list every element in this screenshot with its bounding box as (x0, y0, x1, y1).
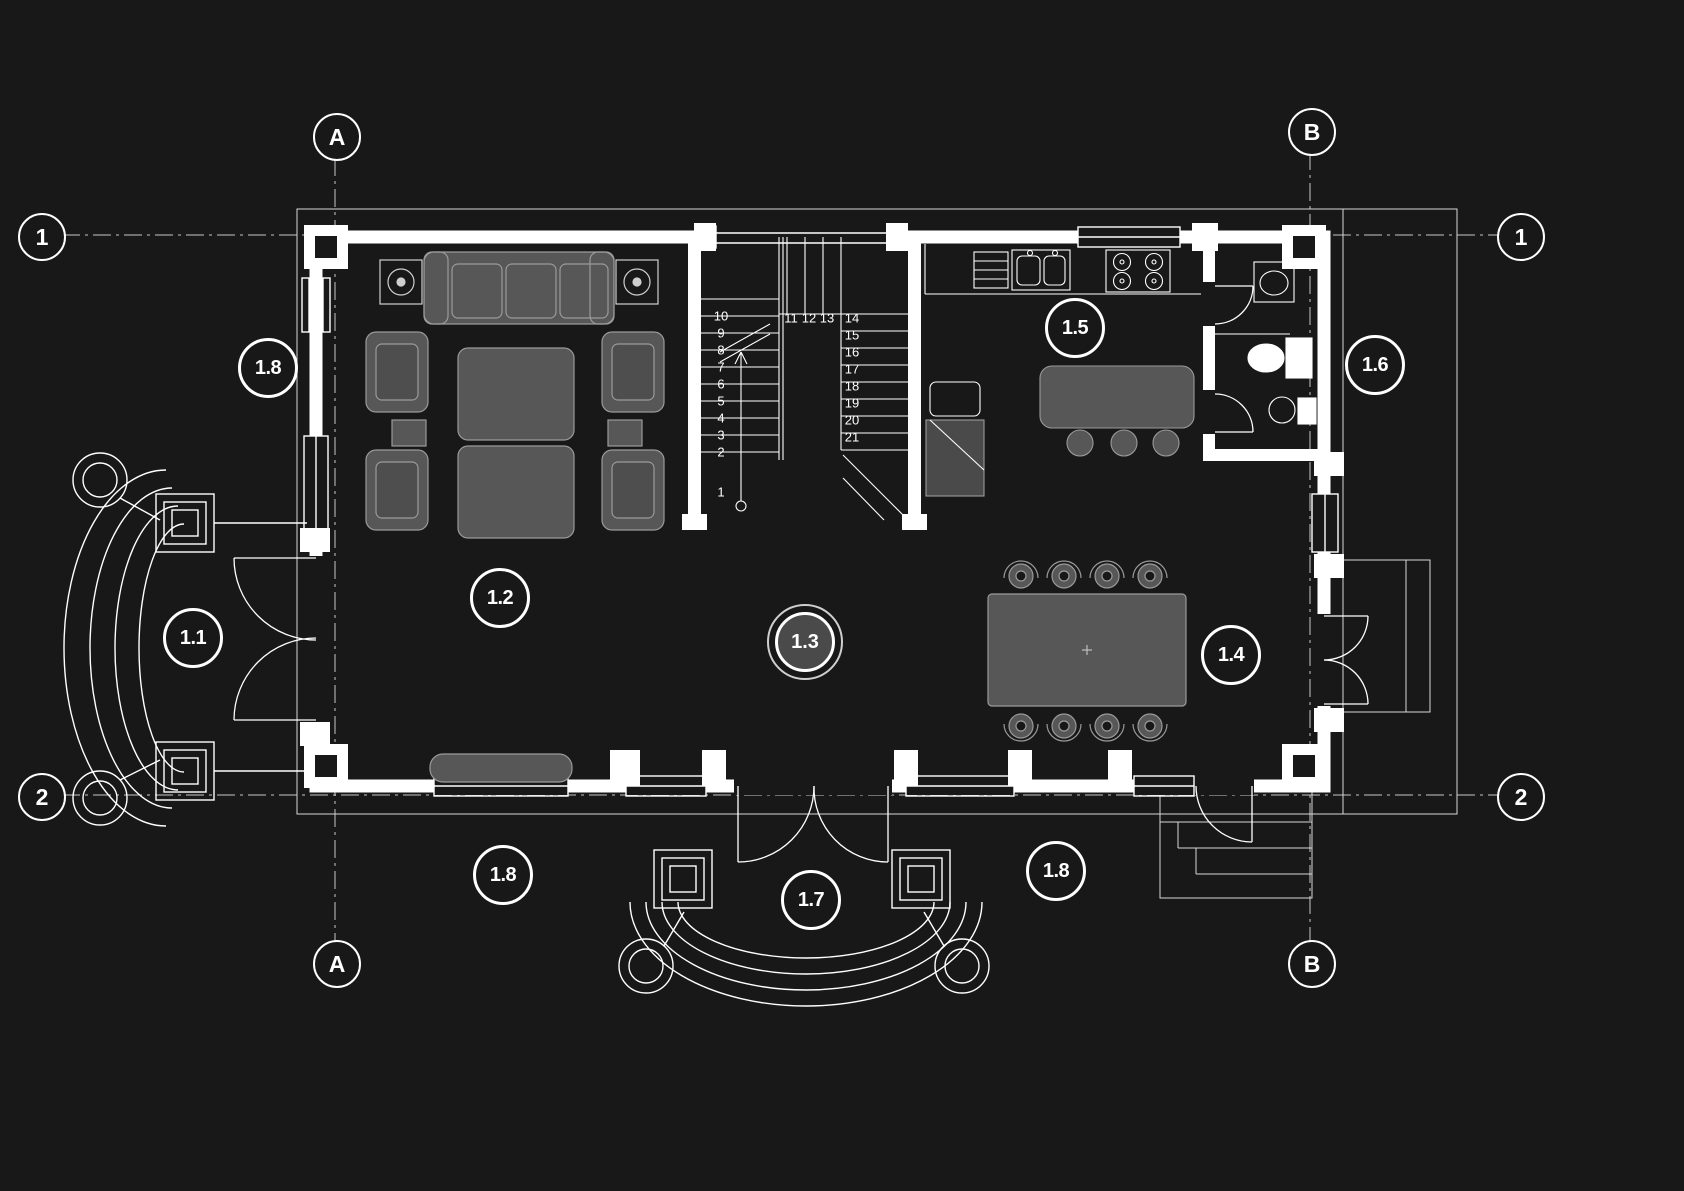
porch-column-round-bottom (72, 759, 161, 826)
window-right (1311, 493, 1339, 553)
stove (1105, 249, 1171, 293)
door-bathroom-upper (1214, 285, 1254, 325)
bottom-porch (618, 849, 990, 1007)
stair-number: 20 (844, 412, 860, 428)
door-bathroom-lower (1214, 393, 1254, 433)
room-tag-1-1-porch: 1.1 (163, 608, 223, 668)
window-kitchen (1077, 226, 1181, 248)
kitchen-island (1039, 365, 1195, 429)
room-tag-1-3-hall: 1.3 (767, 604, 843, 680)
stair-number: 16 (844, 344, 860, 360)
room-tag-1-8-upper-left: 1.8 (238, 338, 298, 398)
stair-number: 6 (717, 376, 725, 392)
pilasters (300, 223, 1344, 788)
window-left-upper (301, 277, 331, 333)
stair-number: 15 (844, 327, 860, 343)
armchairs (365, 331, 665, 531)
bathroom (1215, 261, 1317, 425)
window-bottom-4 (1133, 775, 1195, 797)
grid-marker-1-right: 1 (1497, 213, 1545, 261)
living-room-furniture (365, 251, 665, 783)
stair-number: 8 (717, 342, 725, 358)
window-bottom-3 (905, 775, 1015, 797)
grid-marker-1-left: 1 (18, 213, 66, 261)
dish-rack (973, 251, 1009, 289)
stair-number: 19 (844, 395, 860, 411)
kitchen (924, 244, 1201, 497)
kitchen-sink (1011, 249, 1071, 291)
door-bottom-right (1195, 785, 1253, 843)
terrace-steps-bottom-right (1159, 791, 1313, 899)
stair-number: 21 (844, 429, 860, 445)
exterior-outline (296, 208, 1458, 815)
stair-number: 9 (717, 325, 725, 341)
stair-number: 13 (819, 310, 835, 326)
grid-marker-b-top: B (1288, 108, 1336, 156)
stair-number-start: 1 (717, 484, 725, 500)
window-left (303, 435, 329, 535)
grid-marker-a-top: A (313, 113, 361, 161)
bathroom-sink-top (1253, 261, 1295, 303)
stair-number: 4 (717, 410, 725, 426)
grid-marker-b-bottom: B (1288, 940, 1336, 988)
stair-number: 10 (713, 308, 729, 324)
stair-number: 12 (801, 310, 817, 326)
porch-column-square-left (653, 849, 713, 909)
window-top-stair-bay (707, 225, 897, 249)
door-main-entrance-left (233, 557, 317, 721)
door-right-terrace (1323, 615, 1369, 705)
grid-marker-2-right: 2 (1497, 773, 1545, 821)
bathroom-sink-bottom (1268, 396, 1317, 425)
porch-column-square-right (891, 849, 951, 909)
coffee-table-1 (457, 347, 575, 441)
doors (233, 285, 1369, 863)
side-table-lamp-left (379, 259, 423, 305)
room-tag-1-8-bottom-right: 1.8 (1026, 841, 1086, 901)
room-tag-1-7-porch: 1.7 (781, 870, 841, 930)
stair-number: 5 (717, 393, 725, 409)
room-tag-1-5-kitchen: 1.5 (1045, 298, 1105, 358)
bar-stools (1066, 429, 1180, 457)
stair-number: 18 (844, 378, 860, 394)
dining-chairs (1003, 560, 1168, 742)
left-porch (63, 452, 308, 827)
stair-number: 11 (784, 310, 798, 326)
coffee-table-2 (457, 445, 575, 539)
windows (301, 225, 1339, 797)
porch-column-square-bottom (155, 741, 215, 801)
porch-column-round-right (923, 911, 990, 994)
room-tag-1-2-living: 1.2 (470, 568, 530, 628)
stair-number: 14 (844, 310, 860, 326)
grid-marker-2-left: 2 (18, 773, 66, 821)
bench (429, 753, 573, 783)
toilet (1247, 337, 1313, 379)
room-tag-1-8-bottom-left: 1.8 (473, 845, 533, 905)
small-table-right (607, 419, 643, 447)
porch-column-round-left (618, 911, 685, 994)
staircase (701, 237, 908, 521)
dining-set (987, 560, 1187, 742)
stair-direction-arrow (719, 323, 771, 512)
door-bottom-center (737, 785, 889, 863)
stair-number: 7 (717, 359, 725, 375)
room-tag-1-4-dining: 1.4 (1201, 625, 1261, 685)
porch-column-square-top (155, 493, 215, 553)
stair-number: 17 (844, 361, 860, 377)
room-tag-1-6-bath: 1.6 (1345, 335, 1405, 395)
grid-marker-a-bottom: A (313, 940, 361, 988)
kitchen-counter-unit (925, 381, 985, 497)
room-tag-1-3-hall-label: 1.3 (775, 612, 835, 672)
window-bottom-2 (625, 775, 707, 797)
porch-column-round-top (72, 452, 161, 521)
stair-number: 2 (717, 444, 725, 460)
side-table-lamp-right (615, 259, 659, 305)
stair-number: 3 (717, 427, 725, 443)
small-table-left (391, 419, 427, 447)
